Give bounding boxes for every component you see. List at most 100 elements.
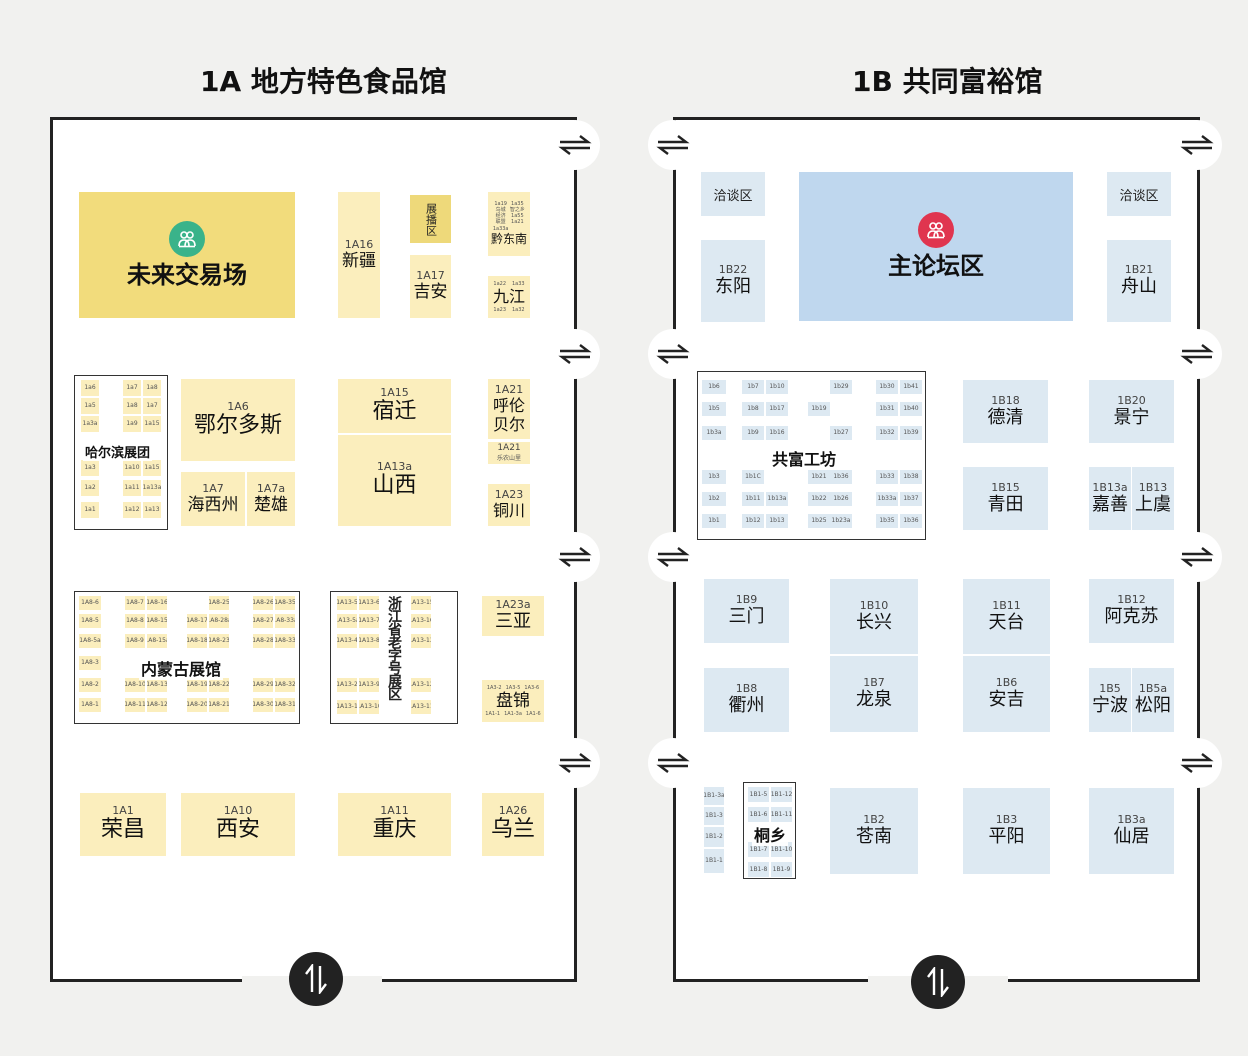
booth-pingyang[interactable]: 1B3 平阳 (963, 788, 1050, 874)
booth-code: 1A17 (416, 269, 445, 283)
booth-code: 1A21 (497, 442, 521, 453)
door-swap-icon[interactable] (648, 532, 698, 582)
zhejiang-group[interactable]: 1A13-5 1A13-6 1A13-15 1A13-5a 1A13-7 1A1… (330, 591, 458, 724)
cell[interactable]: 1B1-1 (704, 849, 724, 873)
door-swap-icon[interactable] (648, 329, 698, 379)
booth-zhoushan[interactable]: 1B21 舟山 (1107, 240, 1171, 322)
booth-qingtian[interactable]: 1B15 青田 (963, 467, 1048, 530)
booth-leyuan[interactable]: 1A21 乐农山里 (488, 442, 530, 464)
cell[interactable]: 1B1-3 (704, 807, 724, 825)
booth-tongchuan[interactable]: 1A23 铜川 (488, 484, 530, 526)
booth-ordos[interactable]: 1A6 鄂尔多斯 (181, 379, 295, 461)
booth-code: 1B11 (992, 598, 1021, 612)
cell: 1A13-11 (411, 700, 431, 714)
cell: 1A13-5 (337, 596, 357, 610)
booth-jiashan[interactable]: 1B13a 嘉善 (1089, 467, 1131, 530)
booth-name: 阿克苏 (1104, 606, 1159, 628)
door-swap-icon[interactable] (1172, 738, 1222, 788)
inner-mongolia-group[interactable]: 1A8-6 1A8-7 1A8-16 1A8-25 1A8-26 1A8-35 … (74, 591, 300, 724)
door-swap-icon[interactable] (1172, 329, 1222, 379)
cell: 1B1-6 (748, 807, 769, 822)
booth-name: 吉安 (413, 282, 448, 303)
booth-hulunbuir[interactable]: 1A21 呼伦贝尔 (488, 379, 530, 439)
booth-xianju[interactable]: 1B3a 仙居 (1089, 788, 1174, 874)
booth-code: 1A7 (202, 481, 224, 495)
booth-akesu[interactable]: 1B12 阿克苏 (1089, 579, 1174, 643)
cell: 1A13-4 (337, 634, 357, 648)
booth-rongchang[interactable]: 1A1 荣昌 (80, 793, 166, 856)
booth-ningbo[interactable]: 1B5 宁波 (1089, 668, 1131, 732)
booth-jian[interactable]: 1A17 吉安 (410, 255, 451, 318)
door-swap-icon[interactable] (550, 532, 600, 582)
main-forum[interactable]: 主论坛区 (799, 172, 1073, 321)
cell: 1A8-35 (275, 596, 295, 610)
booth-tiantai[interactable]: 1B11 天台 (963, 579, 1050, 654)
booth-sanya[interactable]: 1A23a 三亚 (482, 596, 544, 636)
door-swap-icon[interactable] (550, 329, 600, 379)
cell[interactable]: 1B1-3a (704, 787, 724, 805)
negotiation-area-left[interactable]: 洽谈区 (701, 172, 765, 216)
cell: 1A8-11 (125, 698, 145, 712)
cell: 1A8-23 (209, 634, 229, 648)
door-swap-icon[interactable] (648, 738, 698, 788)
future-market[interactable]: 未来交易场 (79, 192, 295, 318)
door-swap-icon[interactable] (1172, 532, 1222, 582)
booth-xinjiang[interactable]: 1A16 新疆 (338, 192, 380, 318)
booth-deqing[interactable]: 1B18 德清 (963, 380, 1048, 443)
cell: 1B1-8 (748, 862, 769, 877)
zhejiang-label: 浙江省老字号展区 (386, 596, 402, 700)
booth-code: 1B22 (718, 263, 748, 277)
booth-sanmen[interactable]: 1B9 三门 (704, 579, 789, 643)
booth-longquan[interactable]: 1B7 龙泉 (830, 656, 918, 732)
harbin-group[interactable]: 1a6 1a7 1a8 1a5 1a8 1a7 1a3a 1a9 1a15 1a… (74, 375, 168, 530)
up-down-arrows-icon[interactable] (911, 955, 965, 1009)
broadcast-area[interactable]: 展播区 (410, 195, 451, 243)
people-icon (918, 212, 954, 249)
booth-songyang[interactable]: 1B5a 松阳 (1132, 668, 1174, 732)
booth-code: 1B7 (863, 676, 885, 690)
booth-cangnan[interactable]: 1B2 苍南 (830, 788, 918, 874)
workshop-group[interactable]: 1b6 1b7 1b10 1b29 1b30 1b41 1b5 1b8 1b17… (697, 371, 926, 540)
booth-jingning[interactable]: 1B20 景宁 (1089, 380, 1174, 443)
booth-code: 1B21 (1124, 263, 1154, 277)
negotiation-area-right[interactable]: 洽谈区 (1107, 172, 1171, 216)
booth-quzhou[interactable]: 1B8 衢州 (704, 668, 789, 732)
booth-xian[interactable]: 1A10 西安 (181, 793, 295, 856)
cell: 1b35 (876, 514, 898, 528)
booth-name: 海西州 (187, 494, 239, 515)
booth-code: 1B5a (1138, 682, 1168, 696)
cell[interactable]: 1B1-2 (704, 827, 724, 847)
door-swap-icon[interactable] (1172, 120, 1222, 170)
booth-code: 1B8 (735, 682, 758, 696)
booth-ulanqab[interactable]: 1A26 乌兰 (482, 793, 544, 856)
booth-dongyang[interactable]: 1B22 东阳 (701, 240, 765, 322)
up-down-arrows-icon[interactable] (289, 952, 343, 1006)
booth-anji[interactable]: 1B6 安吉 (963, 656, 1050, 732)
cell: 1a35 (511, 200, 524, 207)
booth-shangyu[interactable]: 1B13 上虞 (1132, 467, 1174, 530)
booth-name: 三亚 (495, 611, 531, 633)
cell: 1a8 (123, 398, 141, 414)
cell: 1A8-28a (209, 614, 229, 628)
door-swap-icon[interactable] (648, 120, 698, 170)
booth-haixi[interactable]: 1A7 海西州 (181, 472, 245, 526)
booth-changxing[interactable]: 1B10 长兴 (830, 579, 918, 654)
booth-suqian[interactable]: 1A15 宿迁 (338, 379, 451, 433)
booth-shanxi[interactable]: 1A13a 山西 (338, 435, 451, 526)
booth-name: 九江 (492, 287, 525, 307)
cell: 1a9 (123, 416, 141, 432)
cell: 1A13-16 (411, 614, 431, 628)
door-swap-icon[interactable] (550, 738, 600, 788)
booth-qiandongnan[interactable]: 1a19 1a35 鸟城 智之乡 经济 1a55 联盟 1a21 1a33a 黔… (488, 192, 530, 256)
booth-chuxiong[interactable]: 1A7a 楚雄 (247, 472, 295, 526)
door-swap-icon[interactable] (550, 120, 600, 170)
tongxiang-group[interactable]: 1B1-5 1B1-12 1B1-6 1B1-11 1B1-7 1B1-10 1… (743, 782, 796, 879)
cell: 1a2 (81, 480, 99, 496)
negotiation-label: 洽谈区 (713, 188, 753, 204)
booth-name: 平阳 (988, 826, 1025, 848)
booth-name: 安吉 (988, 689, 1025, 711)
cell: 1b40 (900, 402, 922, 416)
booth-chongqing[interactable]: 1A11 重庆 (338, 793, 451, 856)
